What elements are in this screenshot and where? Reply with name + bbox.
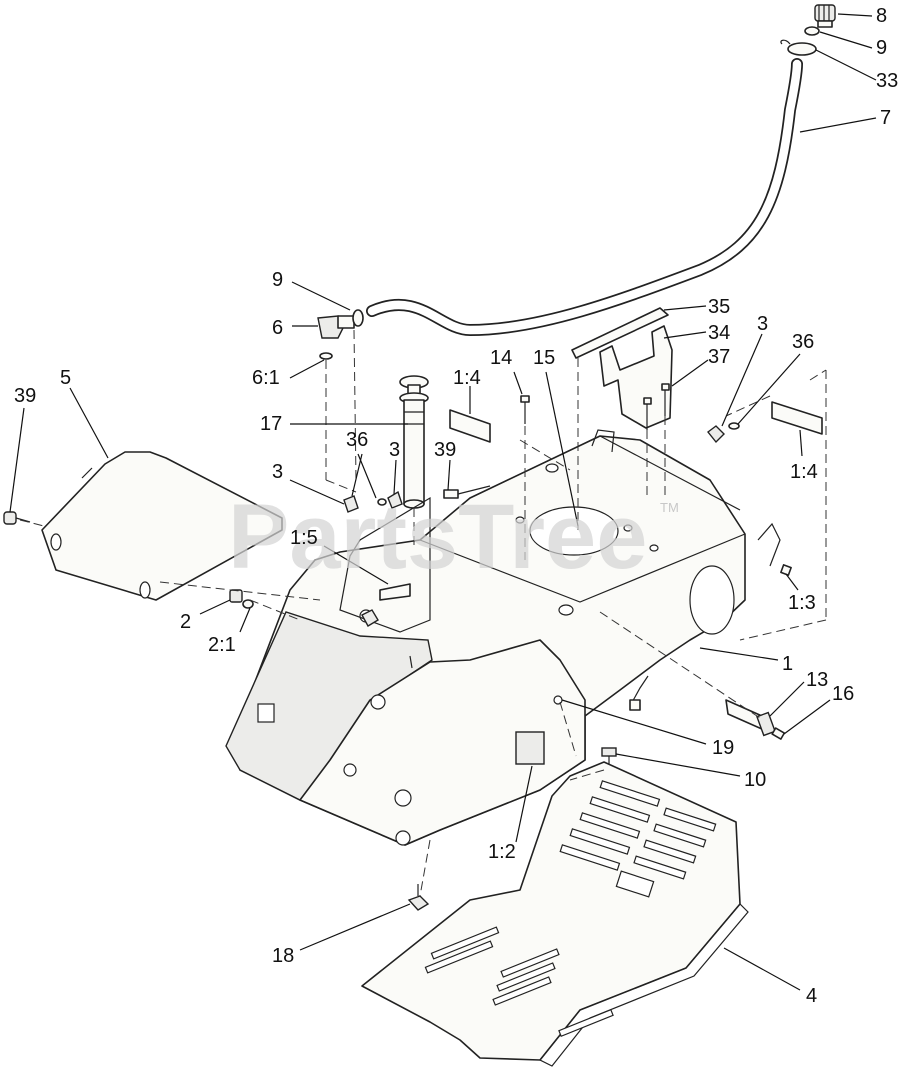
decal-right-1-4 bbox=[771, 401, 823, 435]
side-shield bbox=[41, 451, 283, 601]
callout-3-right: 3 bbox=[757, 313, 768, 335]
gauge-bracket bbox=[599, 325, 673, 429]
callout-39-left: 39 bbox=[14, 385, 36, 407]
callout-34: 34 bbox=[708, 322, 730, 344]
watermark-tm: TM bbox=[660, 500, 679, 515]
callout-9-elbow: 9 bbox=[272, 269, 283, 291]
vent-fitting bbox=[780, 39, 817, 56]
callout-16: 16 bbox=[832, 683, 854, 705]
callout-1-2: 1:2 bbox=[488, 841, 516, 863]
callout-33: 33 bbox=[876, 70, 898, 92]
callout-35: 35 bbox=[708, 296, 730, 318]
callout-7: 7 bbox=[880, 107, 891, 129]
callout-1-4-right: 1:4 bbox=[790, 461, 818, 483]
knob-18 bbox=[407, 884, 430, 911]
callout-39-center: 39 bbox=[434, 439, 456, 461]
callout-6-1: 6:1 bbox=[252, 367, 280, 389]
left-bracket-3 bbox=[343, 490, 403, 513]
callout-18: 18 bbox=[272, 945, 294, 967]
pivot-rod bbox=[725, 699, 776, 737]
callout-1: 1 bbox=[782, 653, 793, 675]
callout-17: 17 bbox=[260, 413, 282, 435]
callout-8: 8 bbox=[876, 5, 887, 27]
screw-14 bbox=[520, 395, 530, 424]
fuel-cap bbox=[814, 4, 836, 28]
pin-16 bbox=[771, 727, 786, 740]
elbow-washer bbox=[319, 352, 333, 360]
fuel-hose bbox=[366, 58, 803, 337]
main-frame bbox=[225, 429, 781, 846]
callout-15: 15 bbox=[533, 347, 555, 369]
assembly-lines bbox=[19, 329, 827, 897]
gauge-decal bbox=[571, 307, 669, 359]
hose-clamp-elbow bbox=[352, 309, 364, 327]
callout-36-left: 36 bbox=[346, 429, 368, 451]
screw-37 bbox=[643, 383, 670, 430]
callout-1-5: 1:5 bbox=[290, 527, 318, 549]
callout-4: 4 bbox=[806, 985, 817, 1007]
callout-1-3: 1:3 bbox=[788, 592, 816, 614]
decal-center-1-4 bbox=[449, 409, 491, 443]
callout-13: 13 bbox=[806, 669, 828, 691]
screw-39-left bbox=[3, 511, 31, 525]
callout-3-left: 3 bbox=[272, 461, 283, 483]
callout-10: 10 bbox=[744, 769, 766, 791]
floor-plate bbox=[361, 761, 749, 1067]
fitting-2 bbox=[229, 589, 254, 609]
fuel-pickup-tube bbox=[399, 375, 429, 509]
callout-36-right: 36 bbox=[792, 331, 814, 353]
elbow-fitting bbox=[317, 315, 355, 339]
callout-14: 14 bbox=[490, 347, 512, 369]
callout-2-1: 2:1 bbox=[208, 634, 236, 656]
callout-3-center: 3 bbox=[389, 439, 400, 461]
watermark: PartsTree bbox=[228, 486, 647, 588]
callout-19: 19 bbox=[712, 737, 734, 759]
leader-lines bbox=[9, 13, 877, 991]
hose-clamp-top bbox=[804, 26, 820, 36]
callout-37: 37 bbox=[708, 346, 730, 368]
callout-2: 2 bbox=[180, 611, 191, 633]
screw-39-center bbox=[443, 485, 491, 499]
decal-1-3 bbox=[780, 564, 792, 576]
callout-1-4-center: 1:4 bbox=[453, 367, 481, 389]
callout-9-top: 9 bbox=[876, 37, 887, 59]
callout-5: 5 bbox=[60, 367, 71, 389]
right-bracket-3 bbox=[707, 422, 740, 444]
callout-6: 6 bbox=[272, 317, 283, 339]
nut-1-5 bbox=[361, 609, 379, 627]
callout-labels: 8 9 33 7 9 6 6:1 35 34 3 36 37 14 15 1:4… bbox=[14, 5, 898, 1007]
